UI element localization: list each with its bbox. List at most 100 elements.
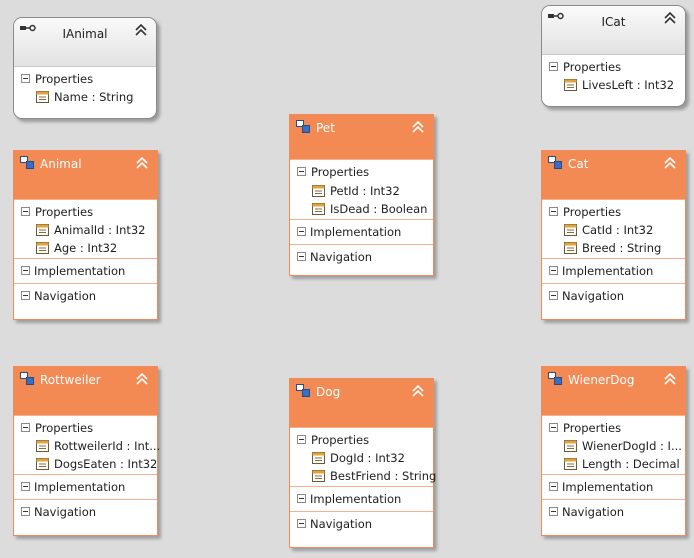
rottweiler-header[interactable]: Rottweiler xyxy=(14,367,157,415)
collapse-toggle-icon[interactable] xyxy=(549,62,558,71)
collapse-toggle-icon[interactable] xyxy=(21,207,30,216)
property-row[interactable]: DogId : Int32 xyxy=(290,450,433,468)
property-icon xyxy=(36,224,49,236)
properties-section[interactable]: Properties xyxy=(542,199,685,222)
property-row[interactable]: IsDead : Boolean xyxy=(290,201,433,219)
collapse-icon[interactable] xyxy=(410,383,426,399)
entity-icon xyxy=(548,372,562,385)
pet-entity-shape[interactable]: Pet Properties PetId : Int32 IsDead : Bo… xyxy=(289,114,434,276)
properties-section[interactable]: Properties xyxy=(290,159,433,183)
collapse-toggle-icon[interactable] xyxy=(549,423,558,432)
property-row[interactable]: BestFriend : String xyxy=(290,468,437,486)
implementation-section[interactable]: Implementation xyxy=(14,258,157,283)
collapse-toggle-icon[interactable] xyxy=(549,207,558,216)
property-text: CatId : Int32 xyxy=(582,223,654,237)
property-text: RottweilerId : Int... xyxy=(54,439,161,453)
property-row[interactable]: PetId : Int32 xyxy=(290,183,433,201)
collapse-toggle-icon[interactable] xyxy=(21,291,30,300)
implementation-section[interactable]: Implementation xyxy=(542,474,685,499)
ianimal-interface-shape[interactable]: IAnimal Properties Name : String xyxy=(13,17,157,119)
collapse-icon[interactable] xyxy=(134,155,150,171)
property-text: BestFriend : String xyxy=(330,469,437,483)
property-row[interactable]: WienerDogId : I... xyxy=(542,438,685,456)
collapse-toggle-icon[interactable] xyxy=(297,252,306,261)
navigation-section[interactable]: Navigation xyxy=(542,283,685,308)
property-row[interactable]: Length : Decimal xyxy=(542,456,685,474)
collapse-icon[interactable] xyxy=(662,10,678,26)
rottweiler-entity-shape[interactable]: Rottweiler Properties RottweilerId : Int… xyxy=(13,366,161,536)
collapse-toggle-icon[interactable] xyxy=(549,266,558,275)
properties-section[interactable]: Properties xyxy=(14,415,157,438)
navigation-label: Navigation xyxy=(562,505,625,519)
implementation-section[interactable]: Implementation xyxy=(290,219,433,244)
property-row[interactable]: Name : String xyxy=(14,89,156,107)
collapse-toggle-icon[interactable] xyxy=(21,482,30,491)
ianimal-header[interactable]: IAnimal xyxy=(14,18,156,67)
navigation-section[interactable]: Navigation xyxy=(14,283,157,308)
properties-section[interactable]: Properties xyxy=(542,415,685,438)
navigation-section[interactable]: Navigation xyxy=(290,244,433,269)
collapse-toggle-icon[interactable] xyxy=(21,266,30,275)
collapse-toggle-icon[interactable] xyxy=(21,507,30,516)
properties-section[interactable]: Properties xyxy=(290,427,433,450)
property-icon xyxy=(312,185,325,197)
pet-header[interactable]: Pet xyxy=(290,115,433,159)
property-text: DogId : Int32 xyxy=(330,451,405,465)
dog-header[interactable]: Dog xyxy=(290,379,433,427)
wienerdog-entity-shape[interactable]: WienerDog Properties WienerDogId : I... … xyxy=(541,366,686,536)
collapse-toggle-icon[interactable] xyxy=(297,435,306,444)
property-text: WienerDogId : I... xyxy=(582,439,682,453)
property-row[interactable]: LivesLeft : Int32 xyxy=(542,77,685,95)
property-text: Length : Decimal xyxy=(582,457,680,471)
icat-header[interactable]: ICat xyxy=(542,6,685,55)
animal-header[interactable]: Animal xyxy=(14,151,157,199)
collapse-toggle-icon[interactable] xyxy=(297,519,306,528)
property-icon xyxy=(564,440,577,452)
navigation-section[interactable]: Navigation xyxy=(542,499,685,524)
property-row[interactable]: Age : Int32 xyxy=(14,240,157,258)
collapse-toggle-icon[interactable] xyxy=(549,507,558,516)
collapse-toggle-icon[interactable] xyxy=(297,494,306,503)
collapse-icon[interactable] xyxy=(410,119,426,135)
dog-entity-shape[interactable]: Dog Properties DogId : Int32 BestFriend … xyxy=(289,378,437,548)
navigation-section[interactable]: Navigation xyxy=(290,511,433,536)
properties-section[interactable]: Properties xyxy=(14,199,157,222)
collapse-icon[interactable] xyxy=(662,371,678,387)
collapse-toggle-icon[interactable] xyxy=(297,167,306,176)
collapse-toggle-icon[interactable] xyxy=(21,74,30,83)
properties-label: Properties xyxy=(311,433,370,447)
implementation-section[interactable]: Implementation xyxy=(14,474,157,499)
property-row[interactable]: Breed : String xyxy=(542,240,685,258)
property-row[interactable]: RottweilerId : Int... xyxy=(14,438,161,456)
property-text: LivesLeft : Int32 xyxy=(582,78,675,92)
collapse-toggle-icon[interactable] xyxy=(549,482,558,491)
collapse-toggle-icon[interactable] xyxy=(549,291,558,300)
implementation-section[interactable]: Implementation xyxy=(290,486,433,511)
entity-name: Animal xyxy=(40,157,82,171)
collapse-icon[interactable] xyxy=(662,155,678,171)
collapse-toggle-icon[interactable] xyxy=(297,227,306,236)
property-row[interactable]: CatId : Int32 xyxy=(542,222,685,240)
cat-entity-shape[interactable]: Cat Properties CatId : Int32 Breed : Str… xyxy=(541,150,686,320)
entity-icon xyxy=(548,156,562,169)
implementation-section[interactable]: Implementation xyxy=(542,258,685,283)
collapse-icon[interactable] xyxy=(133,22,149,38)
property-icon xyxy=(564,458,577,470)
implementation-label: Implementation xyxy=(34,480,126,494)
property-row[interactable]: AnimalId : Int32 xyxy=(14,222,157,240)
implementation-label: Implementation xyxy=(562,480,654,494)
properties-section[interactable]: Properties xyxy=(14,67,156,89)
cat-header[interactable]: Cat xyxy=(542,151,685,199)
entity-name: Dog xyxy=(316,385,341,399)
property-icon xyxy=(36,458,49,470)
navigation-section[interactable]: Navigation xyxy=(14,499,157,524)
wienerdog-header[interactable]: WienerDog xyxy=(542,367,685,415)
collapse-icon[interactable] xyxy=(134,371,150,387)
animal-entity-shape[interactable]: Animal Properties AnimalId : Int32 Age :… xyxy=(13,150,158,320)
entity-icon xyxy=(20,372,34,385)
entity-name: Rottweiler xyxy=(40,373,101,387)
collapse-toggle-icon[interactable] xyxy=(21,423,30,432)
property-row[interactable]: DogsEaten : Int32 xyxy=(14,456,157,474)
properties-section[interactable]: Properties xyxy=(542,55,685,77)
icat-interface-shape[interactable]: ICat Properties LivesLeft : Int32 xyxy=(541,5,686,107)
